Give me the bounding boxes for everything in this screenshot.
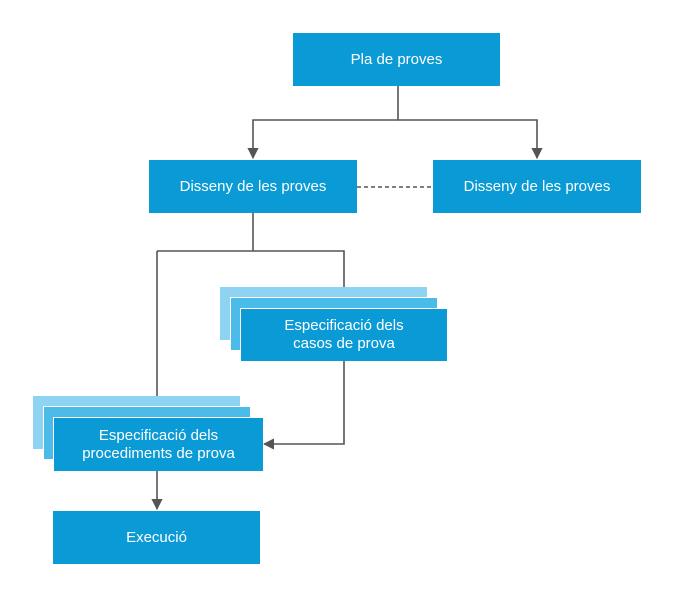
node-execution: Execució	[53, 511, 260, 564]
node-execution-label: Execució	[126, 528, 187, 546]
node-test-plan: Pla de proves	[293, 33, 500, 86]
node-test-procedures: Especificació dels procediments de prova	[53, 417, 263, 471]
node-test-design-left: Disseny de les proves	[149, 160, 357, 213]
connector-plan-to-design-left	[247, 86, 399, 160]
node-test-procedures-label: Especificació dels procediments de prova	[82, 426, 235, 462]
node-test-design-right-label: Disseny de les proves	[463, 177, 611, 195]
connector-plan-to-design-right	[398, 119, 543, 160]
node-test-cases-label: Especificació dels casos de prova	[284, 317, 404, 352]
node-test-design-left-label: Disseny de les proves	[179, 177, 327, 195]
connector-cases-to-procedures	[262, 361, 345, 450]
node-test-cases: Especificació dels casos de prova	[240, 308, 447, 361]
node-test-plan-label: Pla de proves	[350, 50, 443, 68]
node-test-design-right: Disseny de les proves	[433, 160, 641, 213]
